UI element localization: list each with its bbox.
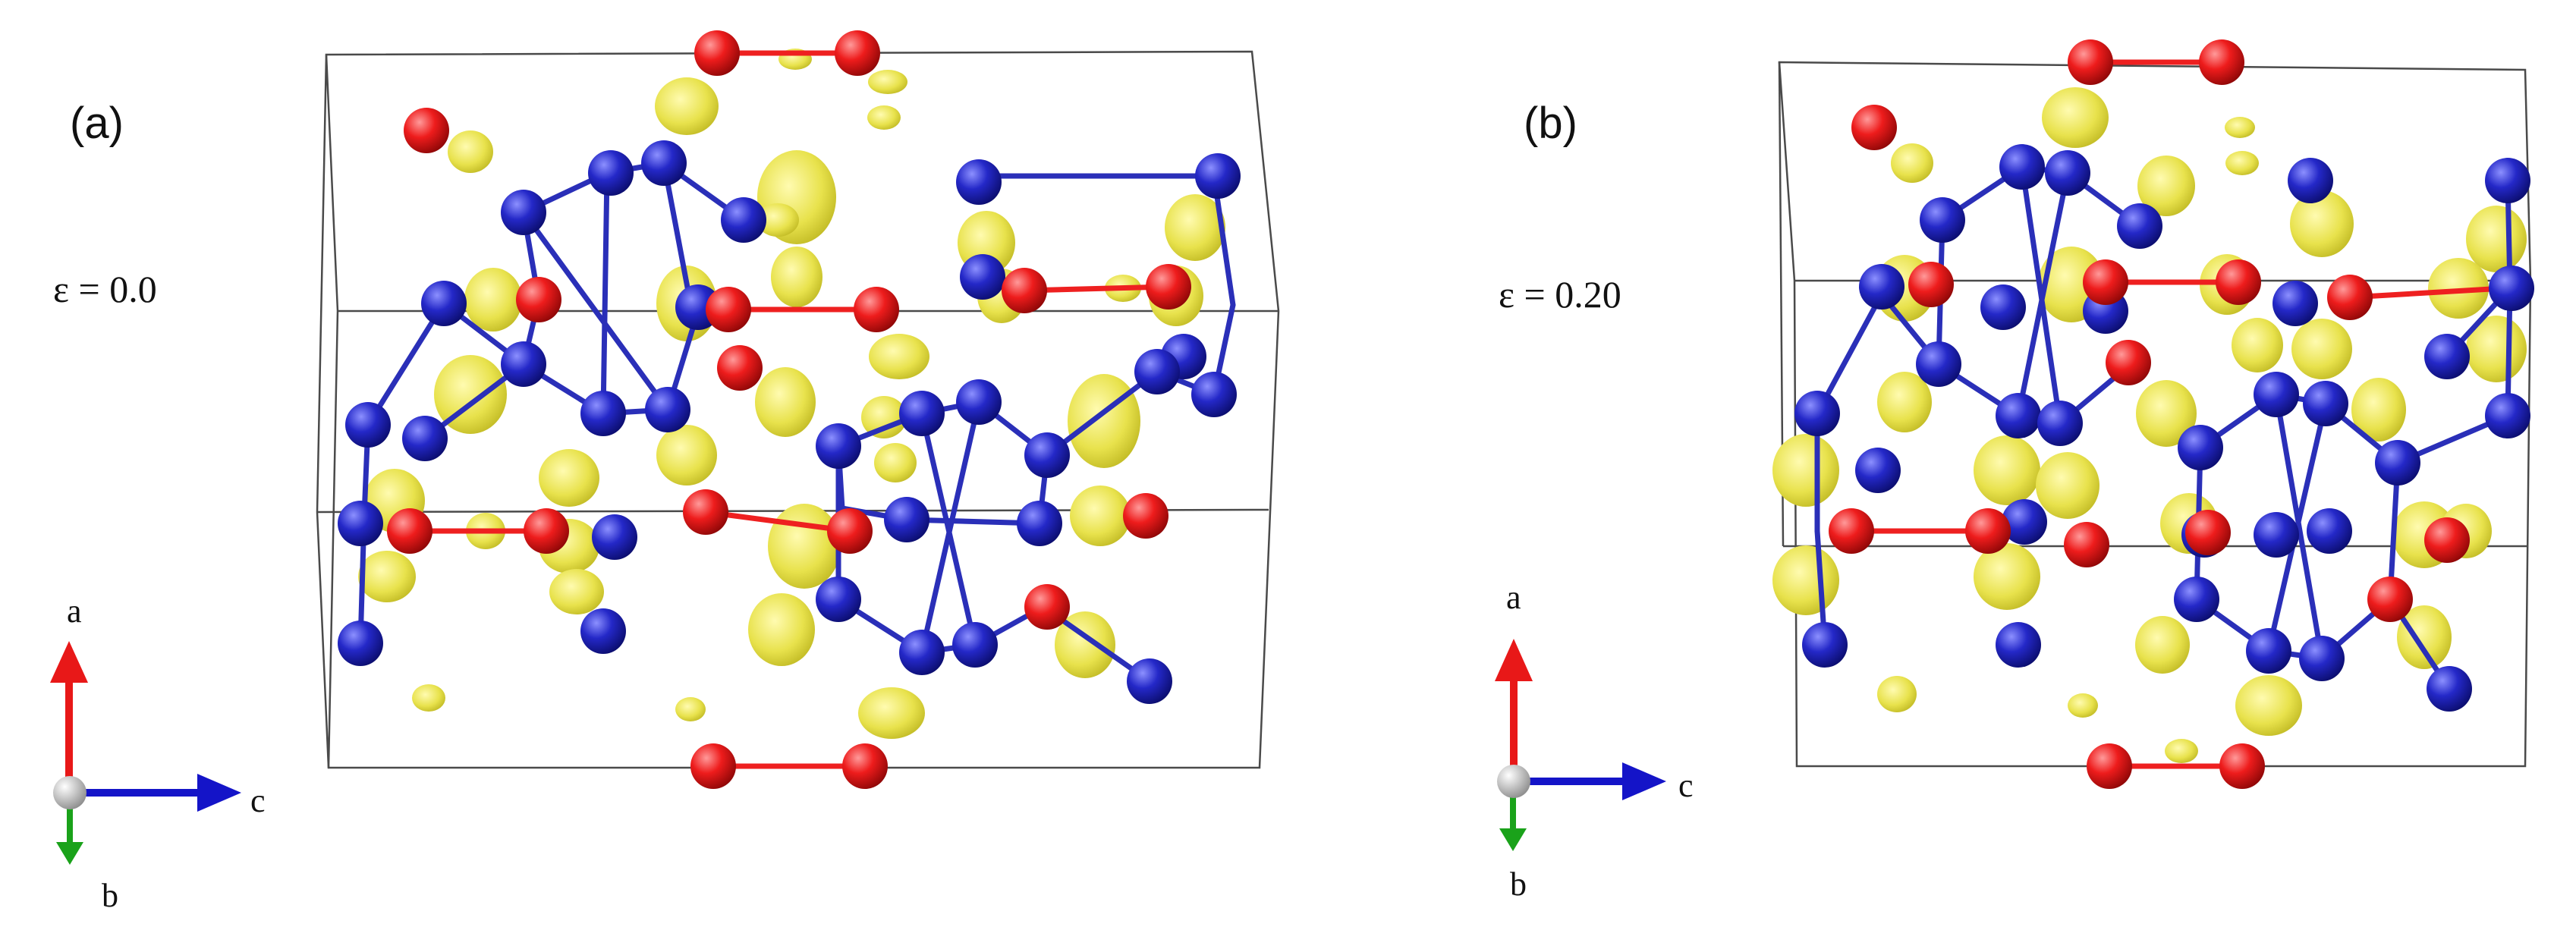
axis-a-label: a bbox=[67, 592, 82, 630]
panel-b: (b) ε = 0.20 bbox=[1495, 39, 2534, 903]
axis-b-label-b: b bbox=[1510, 866, 1527, 903]
panel-a-label: (a) bbox=[70, 99, 124, 148]
panel-a-oxygen-atoms bbox=[387, 30, 1191, 789]
panel-a-boron-atoms bbox=[338, 140, 1241, 704]
panel-b-strain: ε = 0.20 bbox=[1499, 273, 1621, 316]
panel-b-label: (b) bbox=[1524, 99, 1577, 148]
axis-a-label-b: a bbox=[1506, 579, 1521, 616]
axis-c-label: c bbox=[250, 782, 266, 819]
axis-c-label-b: c bbox=[1678, 767, 1694, 804]
panel-a-strain: ε = 0.0 bbox=[53, 268, 157, 310]
panel-b-axis-triad: a c b bbox=[1495, 579, 1694, 903]
panel-a: (a) ε = 0.0 bbox=[50, 30, 1280, 914]
panel-b-oxygen-atoms bbox=[1829, 39, 2470, 789]
panel-a-axis-triad: a c b bbox=[50, 592, 266, 914]
axis-b-label: b bbox=[102, 877, 118, 914]
panel-b-isosurfaces bbox=[1772, 87, 2527, 763]
